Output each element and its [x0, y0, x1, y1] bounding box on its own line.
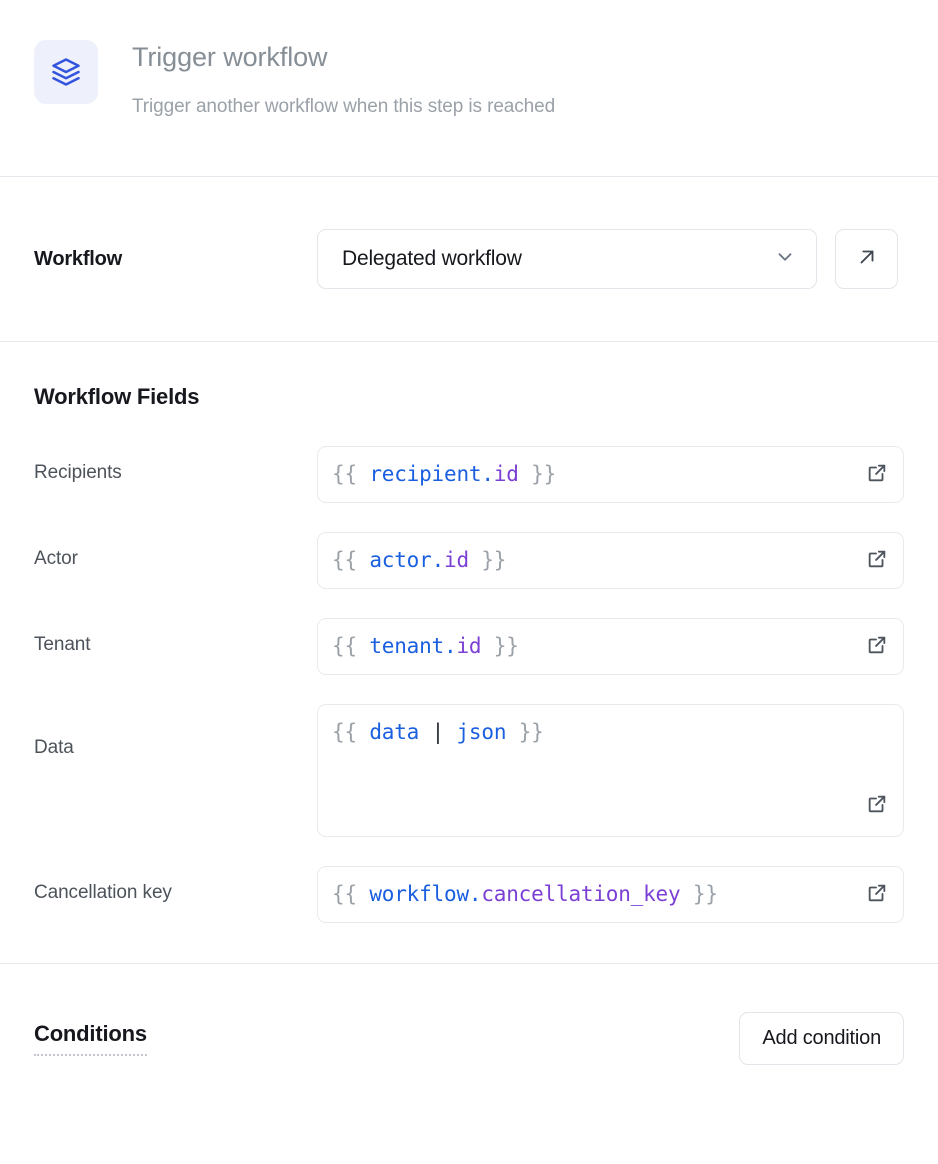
workflow-fields-title: Workflow Fields	[34, 384, 200, 409]
liquid-template-value: {{ recipient.id }}	[332, 462, 557, 486]
external-link-icon[interactable]	[866, 548, 888, 575]
header-text-block: Trigger workflow Trigger another workflo…	[132, 38, 555, 120]
external-link-icon[interactable]	[866, 634, 888, 661]
layers-icon	[34, 40, 98, 104]
field-row: Cancellation key {{ workflow.cancellation…	[34, 866, 904, 923]
field-input[interactable]: {{ data | json }}	[317, 704, 904, 837]
divider-header	[0, 176, 938, 177]
field-label: Data	[34, 737, 74, 758]
field-label: Tenant	[34, 634, 91, 655]
divider-workflow	[0, 341, 938, 342]
workflow-label: Workflow	[34, 247, 123, 270]
page-title: Trigger workflow	[132, 42, 328, 72]
add-condition-button[interactable]: Add condition	[739, 1011, 904, 1065]
open-workflow-button[interactable]	[835, 229, 898, 289]
liquid-template-value: {{ tenant.id }}	[332, 634, 519, 658]
arrow-up-right-icon	[856, 246, 878, 273]
divider-fields	[0, 963, 938, 964]
workflow-row: Workflow Delegated workflow	[0, 177, 938, 341]
field-input[interactable]: {{ tenant.id }}	[317, 618, 904, 675]
field-row: Recipients {{ recipient.id }}	[34, 446, 904, 503]
external-link-icon[interactable]	[866, 462, 888, 489]
field-input[interactable]: {{ recipient.id }}	[317, 446, 904, 503]
field-row: Tenant {{ tenant.id }}	[34, 618, 904, 675]
chevron-down-icon	[774, 246, 796, 273]
field-label: Cancellation key	[34, 882, 172, 903]
liquid-template-value: {{ data | json }}	[332, 720, 544, 744]
workflow-fields-list: Recipients {{ recipient.id }} Actor {{ acto…	[34, 446, 904, 923]
field-input[interactable]: {{ actor.id }}	[317, 532, 904, 589]
workflow-fields-section: Workflow Fields Recipients {{ recipient.i…	[0, 342, 938, 963]
page-subtitle: Trigger another workflow when this step …	[132, 96, 556, 117]
liquid-template-value: {{ actor.id }}	[332, 548, 507, 572]
workflow-select-value: Delegated workflow	[342, 247, 522, 270]
panel-header: Trigger workflow Trigger another workflo…	[0, 0, 938, 176]
workflow-select[interactable]: Delegated workflow	[317, 229, 817, 289]
external-link-icon[interactable]	[866, 793, 888, 820]
field-input[interactable]: {{ workflow.cancellation_key }}	[317, 866, 904, 923]
field-row: Actor {{ actor.id }}	[34, 532, 904, 589]
field-label: Recipients	[34, 462, 122, 483]
field-row: Data {{ data | json }}	[34, 704, 904, 837]
field-label: Actor	[34, 548, 78, 569]
conditions-title[interactable]: Conditions	[34, 1021, 147, 1056]
liquid-template-value: {{ workflow.cancellation_key }}	[332, 882, 718, 906]
external-link-icon[interactable]	[866, 882, 888, 909]
workflow-control-group: Delegated workflow	[317, 229, 898, 289]
conditions-section: Conditions Add condition	[0, 964, 938, 1112]
